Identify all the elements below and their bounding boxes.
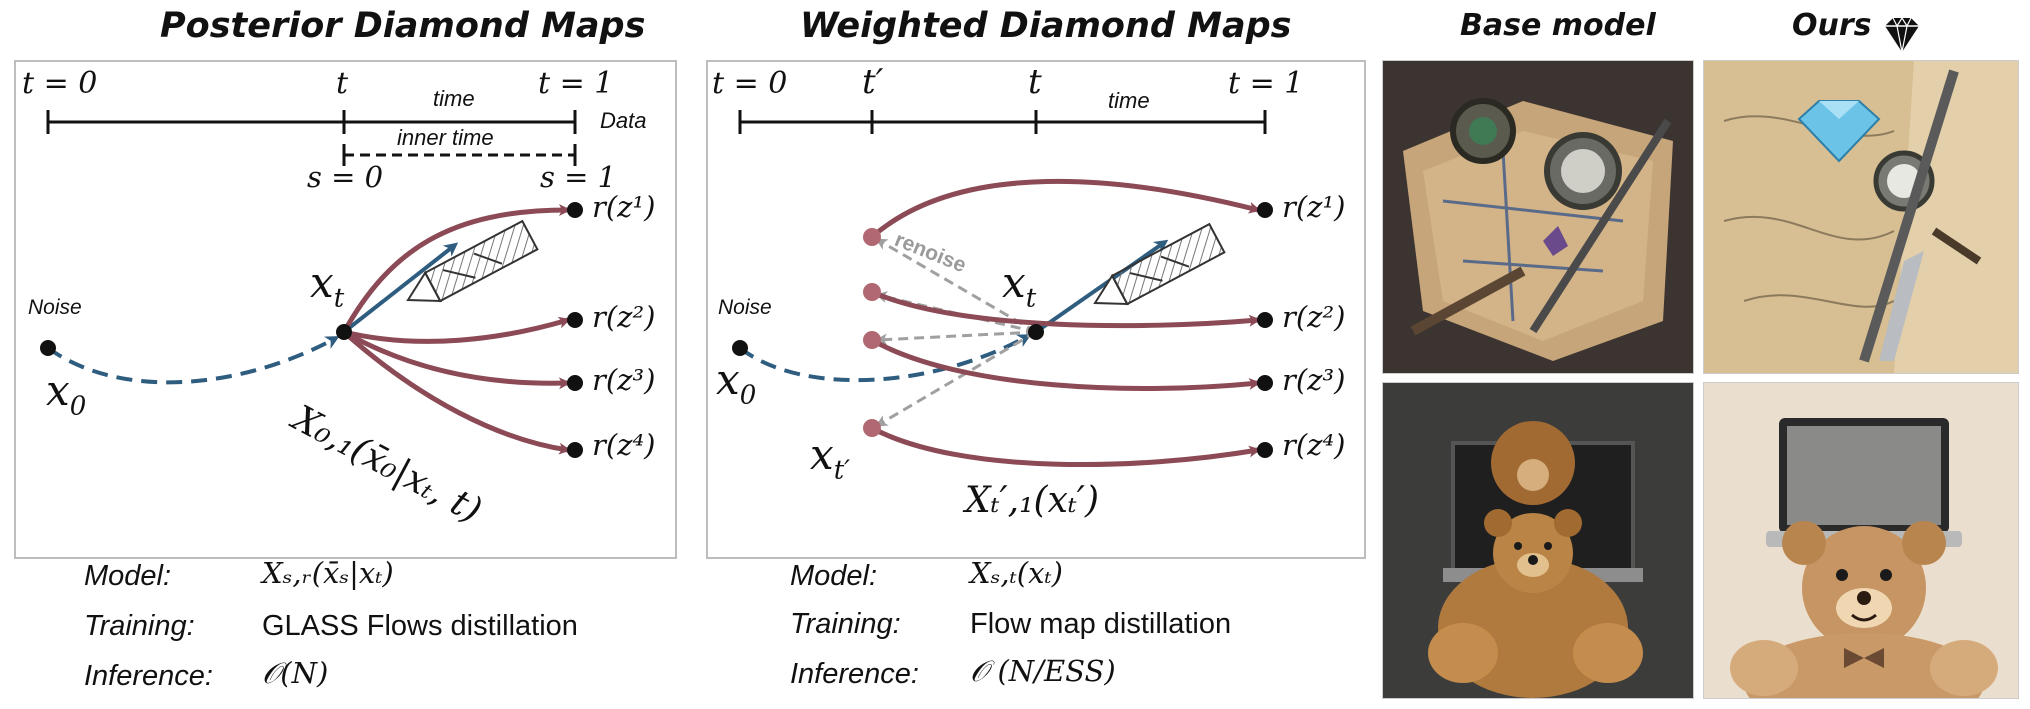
left-noise-label: Noise: [28, 296, 82, 319]
mid-training-value: Flow map distillation: [970, 608, 1232, 640]
mid-t1-label: t = 1: [1228, 66, 1304, 101]
mid-x0-label: x0: [716, 355, 757, 411]
left-xt-label: xt: [310, 258, 345, 314]
left-rz1: r(z¹): [592, 190, 656, 224]
mid-xtprime-label: xt′: [810, 430, 851, 486]
left-model-key: Model:: [84, 560, 172, 592]
left-rz2: r(z²): [592, 300, 656, 334]
left-model-value: Xₛ,ᵣ(x̄ₛ|xₜ): [262, 556, 394, 590]
left-t-label: t: [336, 66, 349, 101]
ours-map-image: [1703, 60, 2019, 374]
ours-title: Ours: [1792, 8, 1872, 43]
mid-tprime-label: t′: [862, 62, 884, 102]
mid-xt-label: xt: [1002, 258, 1037, 314]
mid-inference-key: Inference:: [790, 658, 919, 690]
mid-noise-label: Noise: [718, 296, 772, 319]
mid-flow-label: Xₜ′,₁(xₜ′): [965, 480, 1099, 521]
mid-training-key: Training:: [790, 608, 901, 640]
mid-rz3: r(z³): [1282, 363, 1346, 397]
left-data-label: Data: [600, 108, 647, 133]
left-rz3: r(z³): [592, 363, 656, 397]
mid-rz1: r(z¹): [1282, 190, 1346, 224]
left-inference-key: Inference:: [84, 660, 213, 692]
ours-teddy-image: [1703, 382, 2019, 699]
mid-t-label: t: [1028, 62, 1042, 102]
left-t1-label: t = 1: [538, 66, 614, 101]
left-inner-time-label: inner time: [397, 125, 494, 150]
left-x0-label: x0: [46, 366, 87, 422]
mid-time-label: time: [1108, 88, 1150, 113]
left-diagram-box: [14, 60, 677, 559]
middle-diagram-box: [706, 60, 1366, 559]
left-time-label: time: [433, 86, 475, 111]
base-model-map-image: [1382, 60, 1694, 374]
left-s0-label: s = 0: [307, 160, 384, 194]
left-s1-label: s = 1: [540, 160, 617, 194]
left-panel-title: Posterior Diamond Maps: [160, 6, 646, 46]
base-model-teddy-image: [1382, 382, 1694, 699]
mid-rz4: r(z⁴): [1282, 428, 1346, 462]
left-t0-label: t = 0: [22, 66, 98, 101]
left-training-value: GLASS Flows distillation: [262, 610, 578, 642]
middle-panel-title: Weighted Diamond Maps: [800, 6, 1292, 46]
mid-model-key: Model:: [790, 560, 878, 592]
mid-inference-value: 𝒪 (N/ESS): [970, 654, 1116, 688]
mid-model-value: Xₛ,ₜ(xₜ): [970, 556, 1063, 590]
base-model-title: Base model: [1460, 8, 1656, 43]
mid-t0-label: t = 0: [712, 66, 788, 101]
mid-rz2: r(z²): [1282, 300, 1346, 334]
left-training-key: Training:: [84, 610, 195, 642]
left-inference-value: 𝒪(N): [262, 656, 329, 690]
left-rz4: r(z⁴): [592, 428, 656, 462]
